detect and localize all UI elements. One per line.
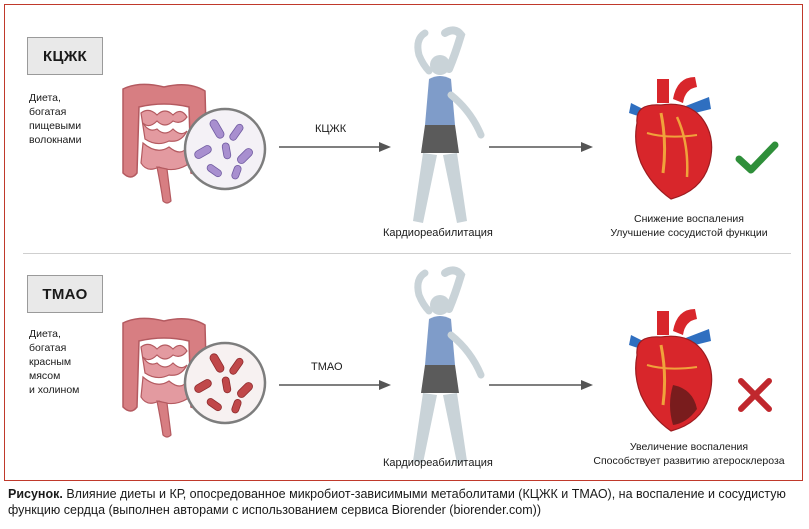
outcome-text: Снижение воспаления Улучшение сосудистой…: [610, 213, 768, 239]
exercising-person-icon: [413, 26, 485, 223]
exercise-label: Кардиореабилитация: [383, 457, 493, 469]
exercise-label: Кардиореабилитация: [383, 227, 493, 239]
panel-scfa: КЦЖК Диета, богатая пищевыми волокнами: [5, 5, 804, 243]
caption-text: Влияние диеты и КР, опосредованное микро…: [8, 487, 786, 517]
microbiome-magnifier-icon: [183, 341, 267, 425]
arrow-to-exercise: [279, 380, 391, 390]
panel-tmao: ТМАО Диета, богатая красным мясом и холи…: [5, 249, 804, 487]
caption-label: Рисунок.: [8, 487, 63, 501]
microbiome-magnifier-icon: [183, 107, 267, 191]
metabolite-badge: КЦЖК: [27, 37, 103, 75]
diet-description: Диета, богатая пищевыми волокнами: [29, 92, 82, 146]
figure-caption: Рисунок. Влияние диеты и КР, опосредован…: [8, 486, 800, 518]
arrow-metabolite-label: КЦЖК: [315, 123, 347, 135]
outcome-text: Увеличение воспаления Способствует разви…: [593, 441, 785, 467]
metabolite-badge: ТМАО: [27, 275, 103, 313]
arrow-to-heart: [489, 380, 593, 390]
diet-description: Диета, богатая красным мясом и холином: [29, 328, 80, 396]
cross-icon: [738, 378, 772, 412]
checkmark-icon: [735, 141, 779, 174]
exercising-person-icon: [413, 266, 485, 463]
arrow-to-heart: [489, 142, 593, 152]
panel-divider: [23, 253, 791, 254]
figure-frame: КЦЖК Диета, богатая пищевыми волокнами: [4, 4, 803, 481]
healthy-heart-icon: [629, 77, 713, 200]
arrow-metabolite-label: ТМАО: [311, 361, 343, 373]
diseased-heart-icon: [629, 309, 713, 432]
arrow-to-exercise: [279, 142, 391, 152]
